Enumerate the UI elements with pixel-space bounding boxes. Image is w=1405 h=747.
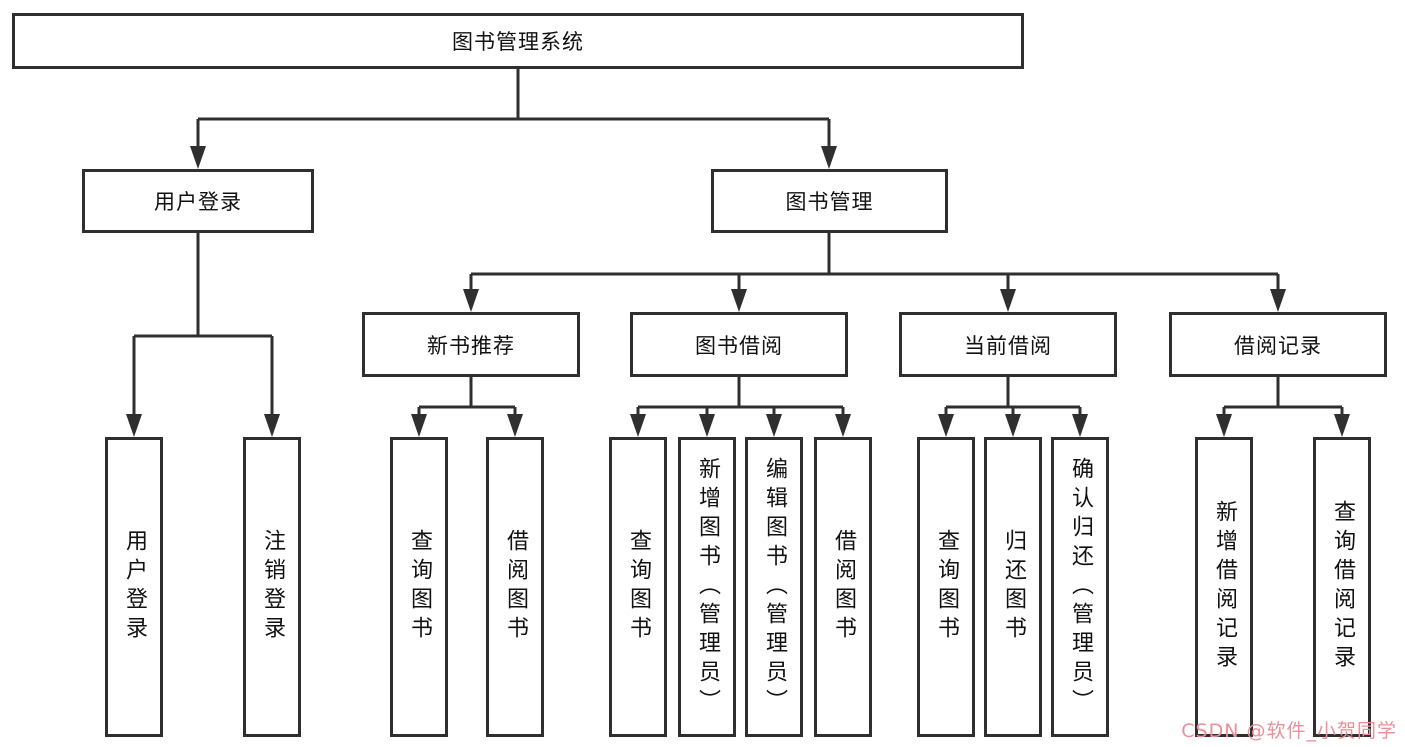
node-new-book-recommend-label: 新书推荐 — [427, 333, 515, 358]
leaf-confirm-return-admin: 确认归还（管理员） — [1051, 437, 1109, 737]
leaf-query-books-1: 查询图书 — [390, 437, 448, 737]
leaf-add-borrow-record-label: 新增借阅记录 — [1212, 500, 1237, 674]
leaf-logout-label: 注销登录 — [260, 529, 285, 645]
leaf-query-books-1-label: 查询图书 — [407, 529, 432, 645]
leaf-query-borrow-record-label: 查询借阅记录 — [1330, 500, 1355, 674]
node-borrow-records: 借阅记录 — [1169, 312, 1387, 377]
leaf-user-login-label: 用户登录 — [122, 529, 147, 645]
leaf-query-books-3: 查询图书 — [917, 437, 975, 737]
leaf-add-books-admin-label: 新增图书（管理员） — [695, 456, 720, 718]
leaf-add-borrow-record: 新增借阅记录 — [1195, 437, 1253, 737]
node-book-management-label: 图书管理 — [785, 190, 874, 214]
arrowheads — [126, 146, 1350, 437]
leaf-borrow-books-1-label: 借阅图书 — [503, 529, 528, 645]
leaf-query-borrow-record: 查询借阅记录 — [1313, 437, 1371, 737]
leaf-logout: 注销登录 — [243, 437, 301, 737]
leaf-edit-books-admin: 编辑图书（管理员） — [745, 437, 803, 737]
leaf-return-books-label: 归还图书 — [1001, 529, 1026, 645]
node-book-borrow-label: 图书借阅 — [695, 333, 783, 358]
node-current-borrow: 当前借阅 — [899, 312, 1117, 377]
leaf-query-books-2-label: 查询图书 — [626, 529, 651, 645]
leaf-borrow-books-2-label: 借阅图书 — [831, 529, 856, 645]
node-root: 图书管理系统 — [12, 13, 1024, 69]
leaf-query-books-3-label: 查询图书 — [934, 529, 959, 645]
node-book-management: 图书管理 — [711, 169, 948, 233]
leaf-borrow-books-1: 借阅图书 — [486, 437, 544, 737]
node-current-borrow-label: 当前借阅 — [964, 333, 1052, 358]
node-book-borrow: 图书借阅 — [630, 312, 848, 377]
node-user-login: 用户登录 — [82, 169, 314, 233]
connector-lines — [132, 69, 1344, 415]
leaf-query-books-2: 查询图书 — [609, 437, 667, 737]
leaf-edit-books-admin-label: 编辑图书（管理员） — [762, 456, 787, 718]
csdn-watermark: CSDN @软件_小贺同学 — [1181, 720, 1397, 742]
leaf-confirm-return-admin-label: 确认归还（管理员） — [1068, 456, 1093, 718]
leaf-return-books: 归还图书 — [984, 437, 1042, 737]
node-user-login-label: 用户登录 — [154, 190, 242, 214]
node-new-book-recommend: 新书推荐 — [362, 312, 580, 377]
node-root-label: 图书管理系统 — [452, 30, 584, 54]
leaf-borrow-books-2: 借阅图书 — [814, 437, 872, 737]
leaf-user-login: 用户登录 — [105, 437, 163, 737]
node-borrow-records-label: 借阅记录 — [1234, 333, 1322, 358]
leaf-add-books-admin: 新增图书（管理员） — [678, 437, 736, 737]
